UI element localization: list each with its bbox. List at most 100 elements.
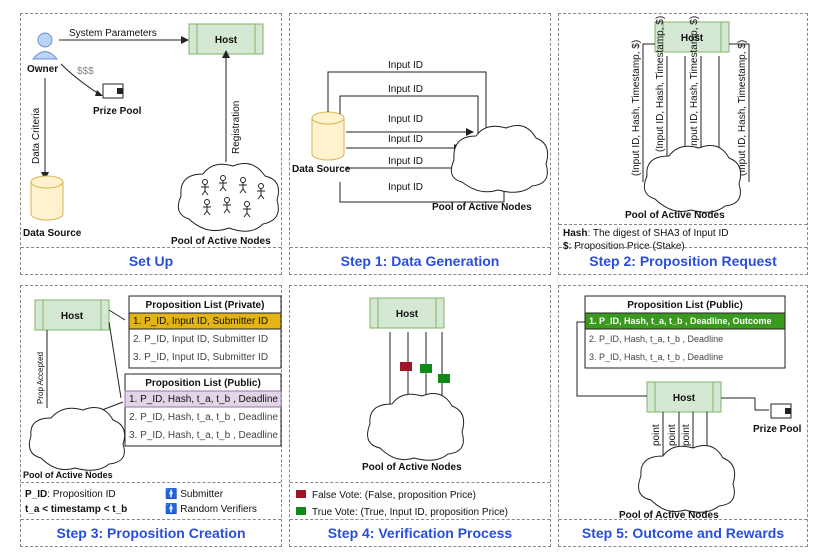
point-label-3: point	[681, 424, 692, 446]
pool-cloud	[638, 445, 736, 513]
legend-true-vote: True Vote: (True, Input ID, proposition …	[312, 507, 509, 518]
input-id-label-1: Input ID	[388, 60, 423, 71]
request-label-2: (Input ID, Hash, Timestamp, $)	[655, 16, 666, 152]
false-vote-swatch	[296, 490, 306, 498]
public-row-3: 3. P_ID, Hash, t_a, t_b , Deadline	[129, 430, 278, 441]
host-label: Host	[215, 35, 238, 46]
host-label: Host	[61, 311, 84, 322]
owner-label: Owner	[27, 64, 58, 75]
input-id-label-5: Input ID	[388, 156, 423, 167]
private-row-1: 1. P_ID, Input ID, Submitter ID	[133, 316, 268, 327]
system-parameters-label: System Parameters	[69, 28, 157, 39]
legend-pid-val: : Proposition ID	[47, 489, 116, 500]
legend-price-key: $	[563, 241, 569, 252]
pool-label: Pool of Active Nodes	[362, 462, 462, 473]
pool-label: Pool of Active Nodes	[171, 236, 271, 247]
setup-diagram: Owner System Parameters Host $$$ Prize P…	[23, 23, 279, 247]
pool-label: Pool of Active Nodes	[619, 510, 719, 521]
point-label-2: point	[667, 424, 678, 446]
prize-pool-label: Prize Pool	[753, 424, 802, 435]
prop-accepted-label: Prop Accepted	[36, 352, 45, 404]
input-id-label-6: Input ID	[388, 182, 423, 193]
true-vote-swatch	[296, 507, 306, 515]
legend-hash-key: Hash	[563, 228, 588, 239]
host-label: Host	[681, 33, 704, 44]
submitter-icon: 🚹	[165, 489, 178, 500]
pool-cloud	[450, 125, 549, 193]
database-icon	[30, 175, 64, 221]
public-list	[124, 373, 282, 447]
step2-legend: Hash: The digest of SHA3 of Input ID $: …	[559, 224, 807, 255]
legend-pid-key: P_ID	[25, 489, 48, 500]
data-source-label: Data Source	[292, 164, 351, 175]
host-box	[654, 21, 730, 53]
host-box	[369, 297, 445, 329]
private-list-title: Proposition List (Private)	[146, 300, 265, 311]
host-box	[646, 381, 722, 413]
wallet-icon	[770, 403, 792, 419]
verifier-icon: 🚹	[165, 504, 178, 515]
pool-label: Pool of Active Nodes	[23, 470, 113, 480]
private-row-2: 2. P_ID, Input ID, Submitter ID	[133, 334, 268, 345]
input-id-label-4: Input ID	[388, 134, 423, 145]
panel-step2: Host (Input ID, Hash, Timestamp, $) (Inp…	[558, 13, 808, 275]
request-label-1: (Input ID, Hash, Timestamp, $)	[631, 40, 642, 176]
pool-label: Pool of Active Nodes	[432, 202, 532, 213]
private-row-3: 3. P_ID, Input ID, Submitter ID	[133, 352, 268, 363]
input-id-label-3: Input ID	[388, 114, 423, 125]
legend-verifiers: Random Verifiers	[180, 504, 257, 515]
caption-step3: Step 3: Proposition Creation	[21, 519, 281, 546]
data-criteria-label: Data Criteria	[31, 107, 42, 164]
private-list	[128, 295, 282, 369]
caption-step4: Step 4: Verification Process	[290, 519, 550, 546]
outcome-list-title: Proposition List (Public)	[627, 300, 743, 311]
legend-hash-val: : The digest of SHA3 of Input ID	[587, 228, 729, 239]
step4-legend: False Vote: (False, proposition Price) T…	[290, 482, 550, 525]
outcome-list	[584, 295, 786, 369]
true-vote-marker-2	[438, 374, 450, 383]
panel-step1: Data Source Input ID Input ID Input ID I…	[289, 13, 551, 275]
legend-submitter: Submitter	[180, 489, 224, 500]
data-source-label: Data Source	[23, 228, 82, 239]
legend-price-val: : Proposition Price (Stake)	[568, 241, 685, 252]
public-row-2: 2. P_ID, Hash, t_a, t_b , Deadline	[129, 412, 278, 423]
request-label-3: (Input ID, Hash, Timestamp, $)	[689, 16, 700, 152]
caption-setup: Set Up	[21, 247, 281, 274]
public-list-title: Proposition List (Public)	[145, 378, 261, 389]
step4-diagram: Host Pool of Active Nodes	[362, 297, 465, 473]
host-label: Host	[673, 393, 696, 404]
money-label: $$$	[77, 66, 94, 77]
outcome-row-3: 3. P_ID, Hash, t_a, t_b , Deadline	[589, 352, 723, 362]
panel-step5: Proposition List (Public) 1. P_ID, Hash,…	[558, 285, 808, 547]
step2-diagram: Host (Input ID, Hash, Timestamp, $) (Inp…	[625, 16, 750, 221]
outcome-row-2: 2. P_ID, Hash, t_a, t_b , Deadline	[589, 334, 723, 344]
pool-cloud	[643, 145, 742, 213]
panel-setup: Owner System Parameters Host $$$ Prize P…	[20, 13, 282, 275]
step3-legend: P_ID: Proposition ID 🚹 Submitter t_a < t…	[21, 482, 281, 521]
node-icons	[201, 175, 265, 218]
public-row-1: 1. P_ID, Hash, t_a, t_b , Deadline	[129, 394, 278, 405]
true-vote-marker-1	[420, 364, 432, 373]
prize-pool-label: Prize Pool	[93, 106, 142, 117]
request-label-4: (Input ID, Hash, Timestamp, $)	[737, 40, 748, 176]
host-label: Host	[396, 309, 419, 320]
owner-icon	[31, 32, 59, 60]
legend-false-vote: False Vote: (False, proposition Price)	[312, 490, 476, 501]
host-box	[34, 299, 110, 331]
registration-label: Registration	[231, 101, 242, 154]
caption-step2: Step 2: Proposition Request	[559, 247, 807, 274]
false-vote-marker	[400, 362, 412, 371]
panel-step4: Host Pool of Active Nodes False Vote: (F…	[289, 285, 551, 547]
pool-cloud	[367, 393, 465, 461]
step1-diagram: Data Source Input ID Input ID Input ID I…	[292, 60, 549, 213]
step5-diagram: Proposition List (Public) 1. P_ID, Hash,…	[576, 295, 802, 521]
legend-ts: t_a < timestamp < t_b	[25, 504, 128, 515]
outcome-row-1: 1. P_ID, Hash, t_a, t_b , Deadline, Outc…	[589, 316, 772, 326]
wallet-icon	[102, 83, 124, 99]
database-icon	[311, 111, 345, 161]
panel-step3: Host Proposition List (Private) 1. P_ID,…	[20, 285, 282, 547]
step3-diagram: Host Proposition List (Private) 1. P_ID,…	[23, 295, 282, 480]
caption-step5: Step 5: Outcome and Rewards	[559, 519, 807, 546]
caption-step1: Step 1: Data Generation	[290, 247, 550, 274]
input-id-label-2: Input ID	[388, 84, 423, 95]
